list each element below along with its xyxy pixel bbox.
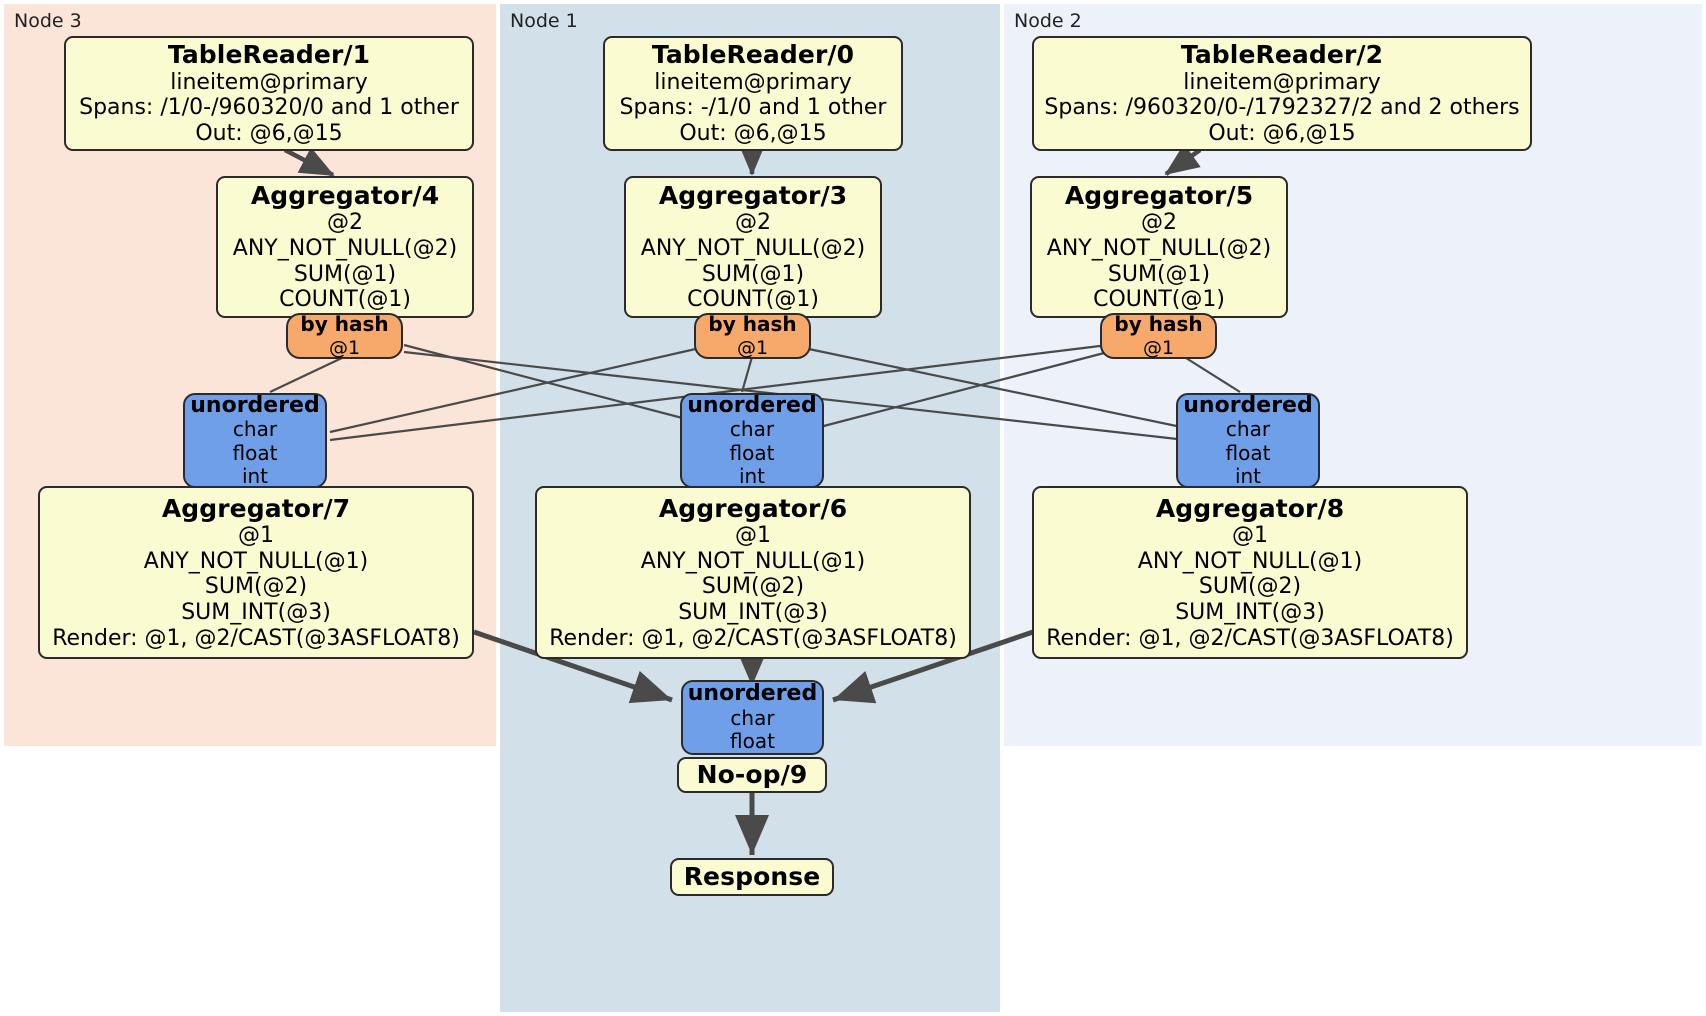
sync-title: unordered bbox=[687, 392, 817, 418]
node-line: ANY_NOT_NULL(@2) bbox=[232, 235, 458, 261]
node-title: Aggregator/5 bbox=[1064, 180, 1254, 210]
sync-title: unordered bbox=[1183, 392, 1313, 418]
sync-unordered-left[interactable]: unordered char float int bbox=[183, 393, 327, 488]
node-line: SUM(@2) bbox=[701, 574, 805, 600]
node-line: ANY_NOT_NULL(@2) bbox=[640, 235, 866, 261]
node-line: SUM(@1) bbox=[1107, 261, 1211, 287]
node-aggregator-7[interactable]: Aggregator/7 @1 ANY_NOT_NULL(@1) SUM(@2)… bbox=[38, 486, 474, 659]
router-title: by hash bbox=[708, 312, 797, 337]
node-line: SUM(@1) bbox=[701, 261, 805, 287]
node-line: @1 bbox=[238, 522, 274, 548]
sync-unordered-right[interactable]: unordered char float int bbox=[1176, 393, 1320, 488]
node-title: Aggregator/3 bbox=[658, 180, 848, 210]
node-aggregator-3[interactable]: Aggregator/3 @2 ANY_NOT_NULL(@2) SUM(@1)… bbox=[624, 176, 882, 318]
sync-line: int bbox=[738, 464, 766, 489]
node-line: lineitem@primary bbox=[170, 69, 368, 95]
router-line: @1 bbox=[1142, 336, 1175, 359]
node-line: SUM(@2) bbox=[204, 574, 308, 600]
node-line: Out: @6,@15 bbox=[679, 120, 827, 146]
node-line: Render: @1, @2/CAST(@3ASFLOAT8) bbox=[1046, 625, 1454, 651]
sync-unordered-middle[interactable]: unordered char float int bbox=[680, 393, 824, 488]
node-line: @1 bbox=[735, 522, 771, 548]
node-line: Spans: /1/0-/960320/0 and 1 other bbox=[79, 95, 459, 121]
sync-line: float bbox=[1225, 440, 1271, 465]
node-title: Aggregator/4 bbox=[250, 180, 440, 210]
node-aggregator-8[interactable]: Aggregator/8 @1 ANY_NOT_NULL(@1) SUM(@2)… bbox=[1032, 486, 1468, 659]
node-tablereader-0[interactable]: TableReader/0 lineitem@primary Spans: -/… bbox=[603, 36, 903, 151]
sync-line: char bbox=[730, 705, 775, 730]
node-response[interactable]: Response bbox=[670, 858, 834, 896]
node-title: TableReader/1 bbox=[167, 40, 371, 70]
node-line: SUM(@2) bbox=[1198, 574, 1302, 600]
sync-line: float bbox=[730, 729, 775, 754]
sync-title: unordered bbox=[687, 681, 818, 707]
node-title: Response bbox=[683, 862, 821, 892]
node-title: Aggregator/8 bbox=[1155, 493, 1345, 523]
node-line: ANY_NOT_NULL(@1) bbox=[640, 548, 866, 574]
router-by-hash-right[interactable]: by hash @1 bbox=[1100, 312, 1217, 359]
node-line: Render: @1, @2/CAST(@3ASFLOAT8) bbox=[549, 625, 957, 651]
node-title: No-op/9 bbox=[696, 760, 808, 790]
node-no-op-9[interactable]: No-op/9 bbox=[677, 757, 827, 793]
sync-line: char bbox=[729, 417, 775, 442]
node-title: Aggregator/6 bbox=[658, 493, 848, 523]
node-line: Render: @1, @2/CAST(@3ASFLOAT8) bbox=[52, 625, 460, 651]
node-line: SUM_INT(@3) bbox=[1175, 599, 1325, 625]
sync-line: float bbox=[232, 440, 278, 465]
node-line: COUNT(@1) bbox=[279, 287, 411, 313]
node-line: Out: @6,@15 bbox=[1208, 120, 1356, 146]
node-line: COUNT(@1) bbox=[687, 287, 819, 313]
sync-line: int bbox=[1234, 464, 1262, 489]
sync-line: float bbox=[729, 440, 775, 465]
node-title: Aggregator/7 bbox=[161, 493, 351, 523]
sync-line: char bbox=[1225, 417, 1271, 442]
node-tablereader-2[interactable]: TableReader/2 lineitem@primary Spans: /9… bbox=[1032, 36, 1532, 151]
node-line: @1 bbox=[1232, 522, 1268, 548]
router-title: by hash bbox=[1114, 312, 1203, 337]
router-title: by hash bbox=[300, 312, 389, 337]
node-title: TableReader/0 bbox=[651, 40, 855, 70]
node-line: SUM(@1) bbox=[293, 261, 397, 287]
node-line: lineitem@primary bbox=[1183, 69, 1381, 95]
node-line: Spans: /960320/0-/1792327/2 and 2 others bbox=[1044, 95, 1520, 121]
node-aggregator-4[interactable]: Aggregator/4 @2 ANY_NOT_NULL(@2) SUM(@1)… bbox=[216, 176, 474, 318]
node-line: @2 bbox=[735, 210, 771, 236]
router-by-hash-left[interactable]: by hash @1 bbox=[286, 312, 403, 359]
panel-node-2-label: Node 2 bbox=[1014, 10, 1082, 32]
node-line: Spans: -/1/0 and 1 other bbox=[619, 95, 887, 121]
node-line: ANY_NOT_NULL(@2) bbox=[1046, 235, 1272, 261]
node-line: SUM_INT(@3) bbox=[181, 599, 331, 625]
node-line: @2 bbox=[1141, 210, 1177, 236]
router-by-hash-middle[interactable]: by hash @1 bbox=[694, 312, 811, 359]
sync-title: unordered bbox=[190, 392, 320, 418]
router-line: @1 bbox=[736, 336, 769, 359]
sync-line: int bbox=[241, 464, 269, 489]
node-aggregator-5[interactable]: Aggregator/5 @2 ANY_NOT_NULL(@2) SUM(@1)… bbox=[1030, 176, 1288, 318]
node-title: TableReader/2 bbox=[1180, 40, 1384, 70]
node-line: COUNT(@1) bbox=[1093, 287, 1225, 313]
node-line: ANY_NOT_NULL(@1) bbox=[1137, 548, 1363, 574]
node-line: Out: @6,@15 bbox=[195, 120, 343, 146]
node-line: lineitem@primary bbox=[654, 69, 852, 95]
panel-node-1-label: Node 1 bbox=[510, 10, 578, 32]
panel-node-3-label: Node 3 bbox=[14, 10, 82, 32]
node-tablereader-1[interactable]: TableReader/1 lineitem@primary Spans: /1… bbox=[64, 36, 474, 151]
node-line: ANY_NOT_NULL(@1) bbox=[143, 548, 369, 574]
node-aggregator-6[interactable]: Aggregator/6 @1 ANY_NOT_NULL(@1) SUM(@2)… bbox=[535, 486, 971, 659]
sync-line: char bbox=[232, 417, 278, 442]
node-line: SUM_INT(@3) bbox=[678, 599, 828, 625]
node-line: @2 bbox=[327, 210, 363, 236]
sync-unordered-final[interactable]: unordered char float bbox=[681, 680, 824, 755]
router-line: @1 bbox=[328, 336, 361, 359]
